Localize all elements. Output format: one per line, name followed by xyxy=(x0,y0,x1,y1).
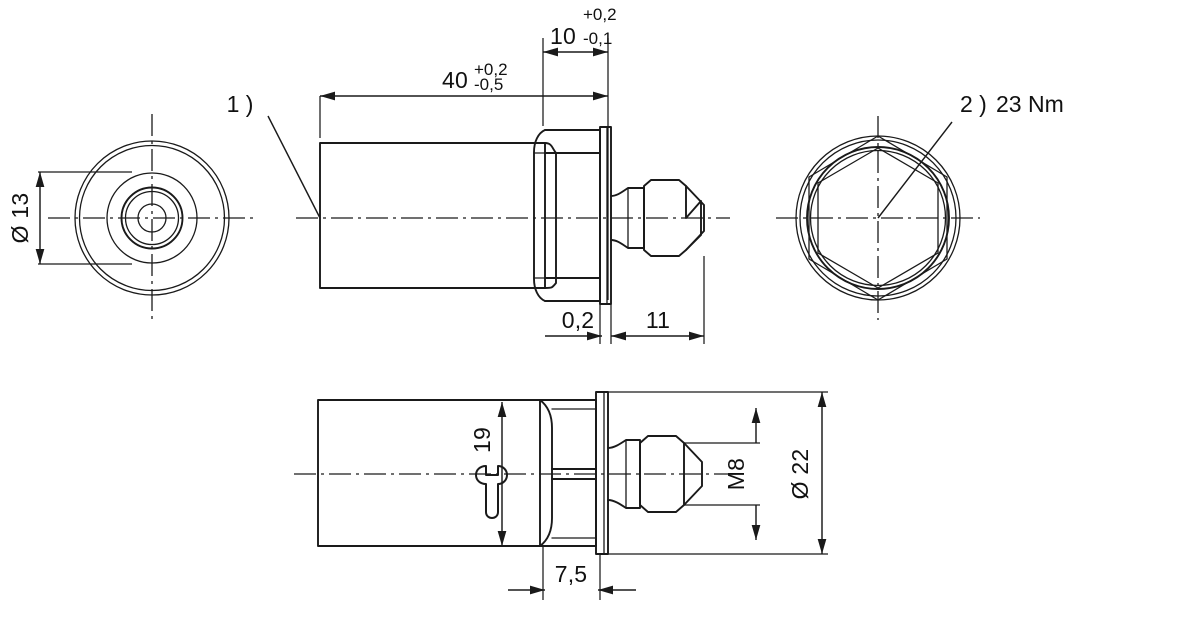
callout-label-1: 1 ) xyxy=(227,91,254,117)
dim-label-10-tol-upper: +0,2 xyxy=(583,5,617,24)
dim-label-7-5: 7,5 xyxy=(555,561,588,587)
right-view-hexagon-inner xyxy=(817,147,939,289)
callout-1-leader xyxy=(267,115,321,219)
bottom-nipple-cone xyxy=(683,442,703,506)
bottom-flange-outline xyxy=(595,391,609,555)
right-end-view: 2 ) 23 Nm xyxy=(776,91,1064,320)
right-view-bore-circle xyxy=(806,146,950,290)
dim-label-10: 10 xyxy=(550,23,576,49)
flange-outline xyxy=(599,126,612,305)
dim-label-40-tol-upper: +0,2 xyxy=(474,60,508,79)
hex-body-outline xyxy=(544,129,601,302)
callout-label-2: 2 ) xyxy=(960,91,987,117)
bottom-hex-outline xyxy=(539,399,597,547)
dim-label-m8: M8 xyxy=(723,458,749,490)
dim-label-40: 40 xyxy=(442,67,468,93)
bottom-hex-arc xyxy=(539,399,553,547)
open-end-wrench-icon xyxy=(475,465,508,519)
bottom-elevation-view: 19 M8 Ø 22 7,5 xyxy=(294,391,828,600)
hex-body-left-arc xyxy=(533,129,546,302)
top-section-view: 40 +0,2 -0,5 10 +0,2 -0,1 0,2 11 1 ) xyxy=(227,5,730,344)
nipple-cone-tip xyxy=(685,185,705,251)
torque-label: 23 Nm xyxy=(996,91,1064,117)
dim-label-10-tol-lower: -0,1 xyxy=(583,29,612,48)
dim-label-diameter-22: Ø 22 xyxy=(787,449,813,500)
hex-left-transition xyxy=(544,142,557,289)
left-end-view: Ø 13 xyxy=(7,114,256,322)
body-outline xyxy=(319,142,546,289)
callout-2-leader xyxy=(877,121,953,219)
dim-label-19: 19 xyxy=(469,427,495,453)
dim-label-diameter-13: Ø 13 xyxy=(7,193,33,244)
dim-label-11: 11 xyxy=(646,307,670,333)
dim-label-0-2: 0,2 xyxy=(562,307,595,333)
dim-label-40-tol-lower: -0,5 xyxy=(474,75,503,94)
